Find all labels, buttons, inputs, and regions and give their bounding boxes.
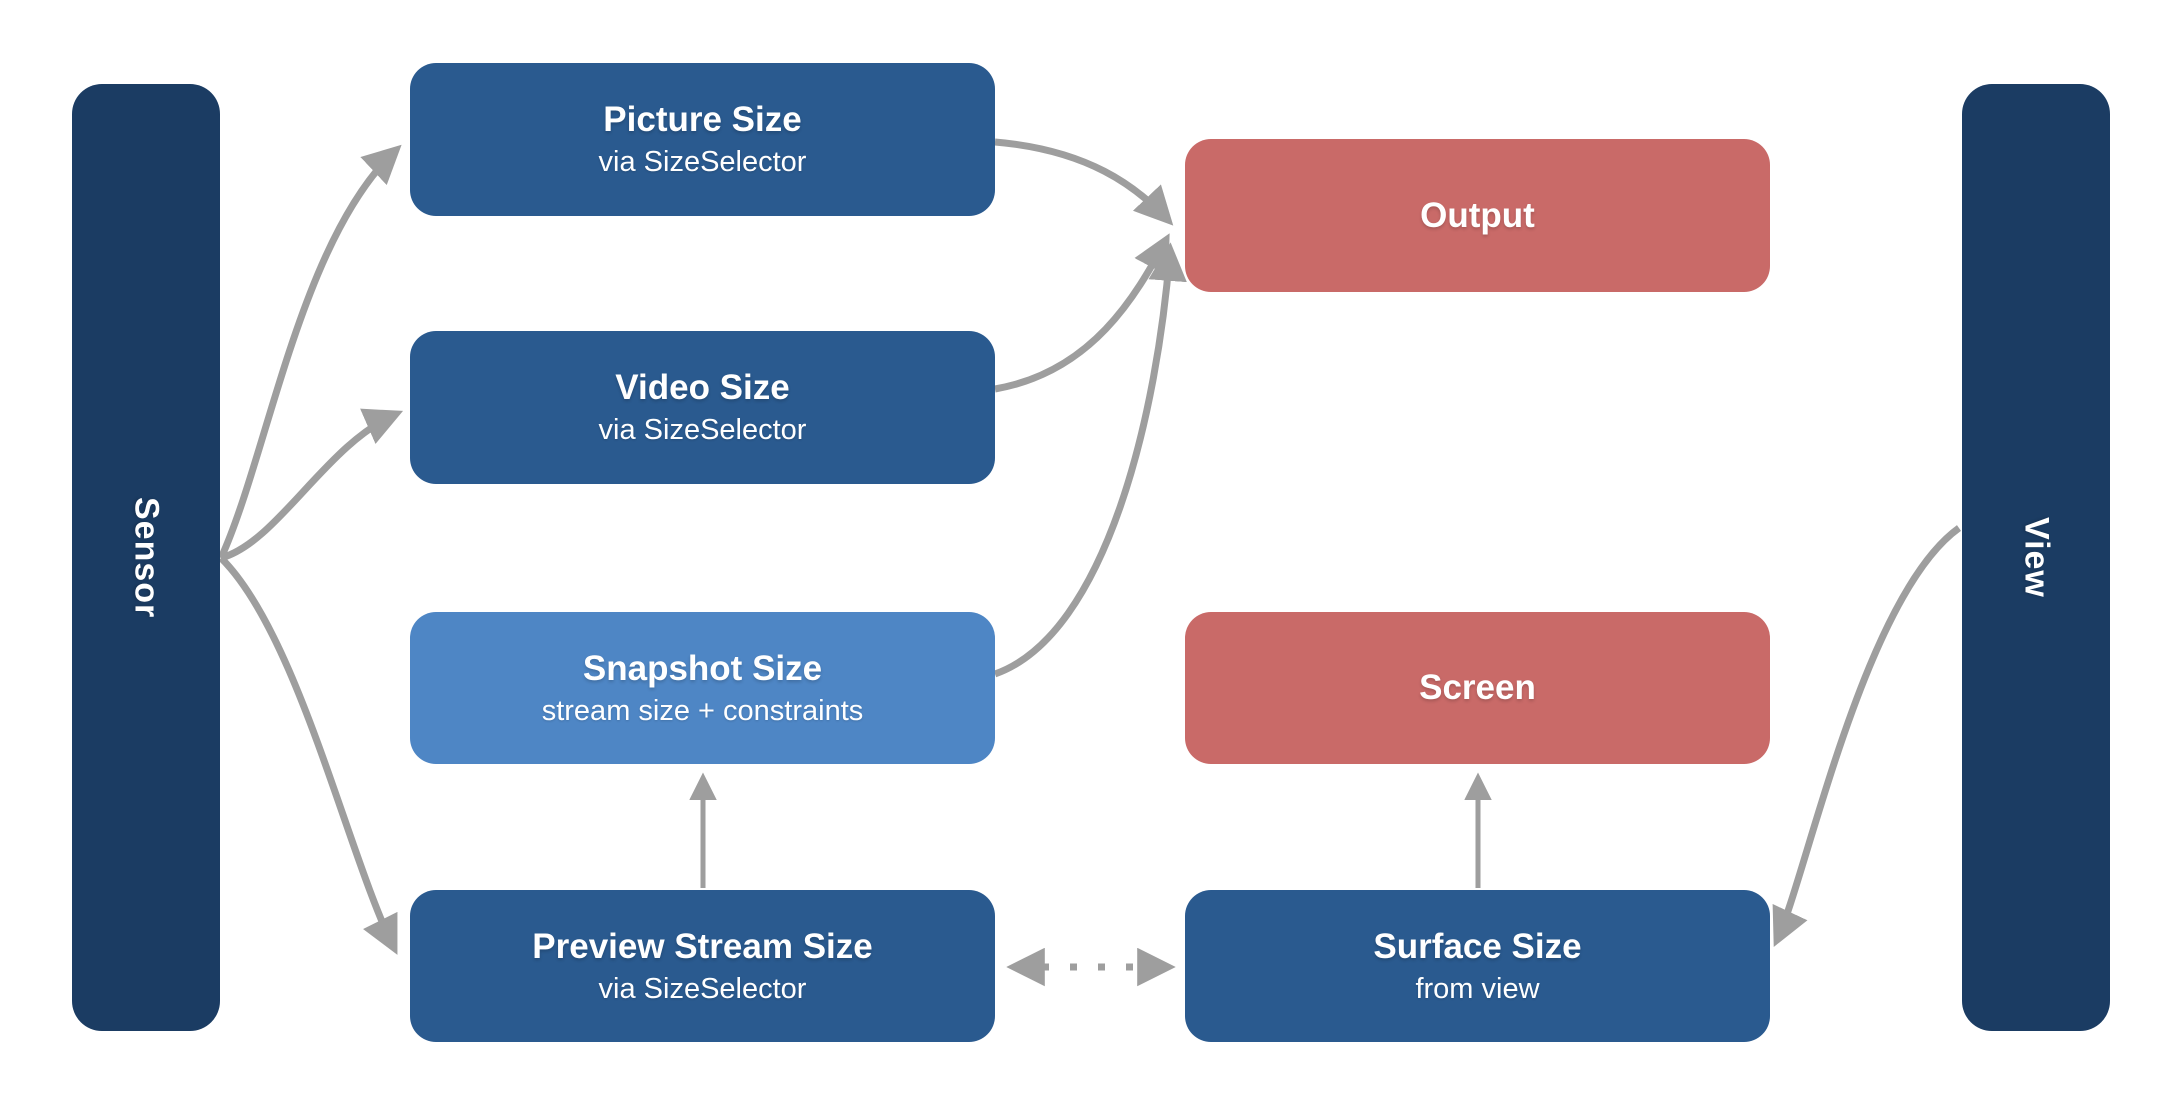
preview-stream-size-title: Preview Stream Size [532, 926, 873, 966]
edge-view-to-surface-size [1772, 525, 1962, 947]
sensor-bar: Sensor [72, 84, 220, 1031]
edge-picture-size-to-output [994, 138, 1174, 226]
edge-sensor-to-picture-size [217, 144, 402, 560]
view-bar: View [1962, 84, 2110, 1031]
video-size-subtitle: via SizeSelector [598, 414, 807, 446]
surface-size-subtitle: from view [1415, 972, 1540, 1005]
edge-video-size-to-output [994, 233, 1170, 393]
edge-sensor-to-preview-stream-size [218, 555, 398, 955]
snapshot-size-subtitle: stream size + constraints [541, 694, 864, 727]
output-title: Output [1420, 195, 1535, 235]
snapshot-size-node: Snapshot Size stream size + constraints [410, 612, 995, 764]
sensor-bar-label: Sensor [127, 496, 166, 619]
snapshot-size-title: Snapshot Size [582, 648, 823, 688]
surface-size-node: Surface Size from view [1185, 890, 1770, 1042]
preview-stream-size-subtitle: via SizeSelector [598, 972, 807, 1005]
video-size-node: Video Size via SizeSelector [410, 331, 995, 484]
output-node: Output [1185, 139, 1770, 292]
picture-size-title: Picture Size [603, 100, 802, 139]
preview-stream-size-node: Preview Stream Size via SizeSelector [410, 890, 995, 1042]
screen-node: Screen [1185, 612, 1770, 764]
picture-size-node: Picture Size via SizeSelector [410, 63, 995, 216]
surface-size-title: Surface Size [1373, 926, 1582, 966]
screen-title: Screen [1419, 668, 1536, 707]
video-size-title: Video Size [615, 368, 790, 407]
edge-sensor-to-video-size [219, 408, 404, 562]
view-bar-label: View [2017, 517, 2056, 598]
picture-size-subtitle: via SizeSelector [598, 146, 807, 178]
edge-snapshot-size-to-output [993, 242, 1187, 678]
